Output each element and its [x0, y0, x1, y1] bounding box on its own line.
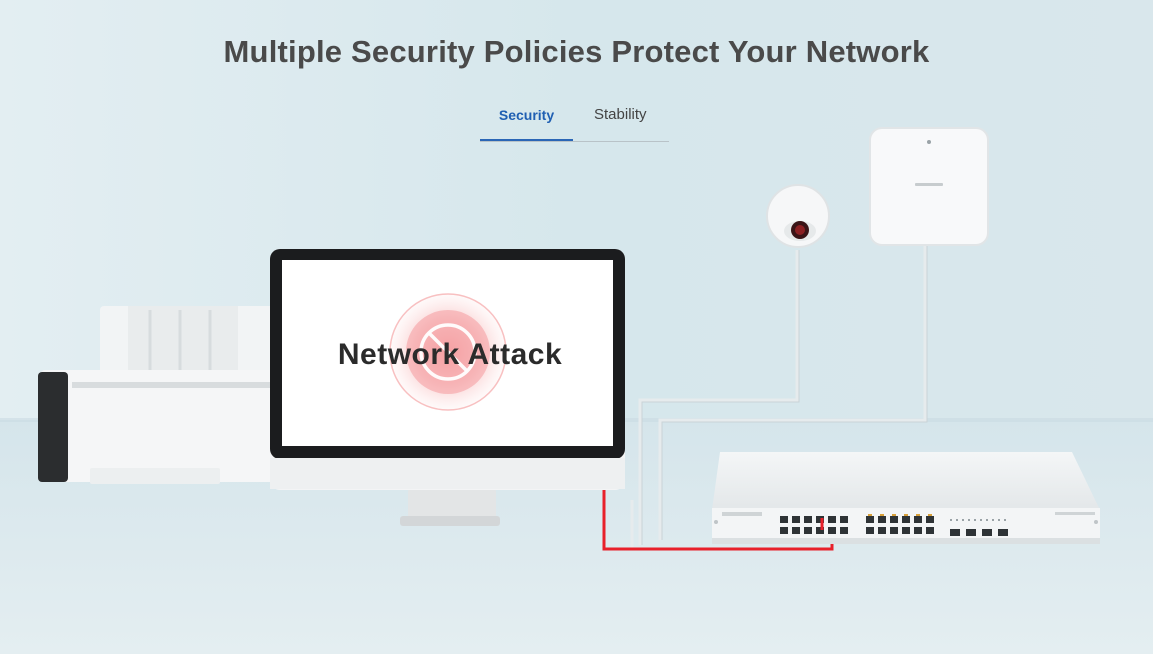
monitor-screen-text: Network Attack	[337, 338, 563, 371]
monitor	[270, 249, 625, 526]
tab-stability[interactable]: Stability	[594, 106, 647, 123]
page-title: Multiple Security Policies Protect Your …	[223, 34, 930, 69]
printer	[38, 306, 275, 484]
tab-security[interactable]: Security	[480, 107, 573, 141]
camera	[766, 184, 830, 248]
network-switch	[712, 452, 1100, 544]
access-point	[869, 127, 989, 246]
tab-bar: Security Stability	[480, 96, 669, 142]
